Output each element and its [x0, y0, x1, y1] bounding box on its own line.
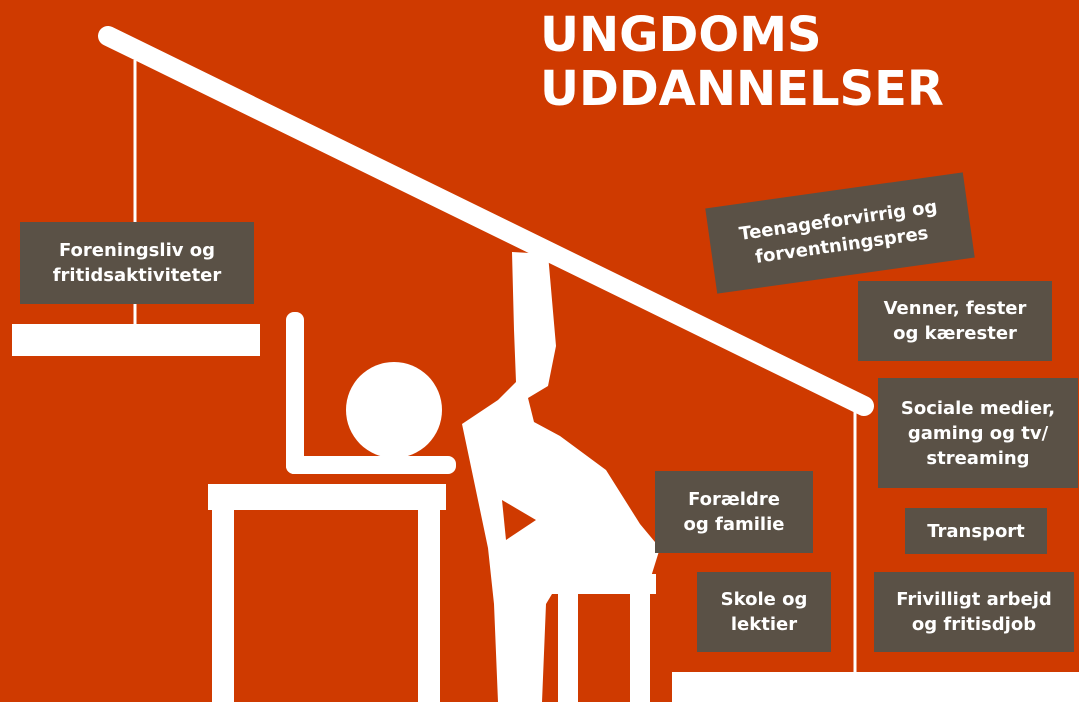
label-foreningsliv-text: Foreningsliv og fritidsaktiviteter	[52, 240, 222, 286]
label-venner: Venner, fester og kærester	[858, 281, 1052, 361]
balance-beam	[98, 26, 874, 416]
label-frivilligt: Frivilligt arbejd og fritisdjob	[874, 572, 1074, 652]
title-line-1: UNGDOMS	[540, 7, 822, 63]
left-tray	[12, 324, 260, 356]
person-head	[346, 362, 442, 458]
label-transport-text: Transport	[927, 520, 1025, 542]
torso-notch	[502, 500, 536, 540]
label-frivilligt-text: Frivilligt arbejd og fritisdjob	[896, 589, 1052, 635]
label-foreningsliv: Foreningsliv og fritidsaktiviteter	[20, 222, 254, 304]
label-venner-text: Venner, fester og kærester	[883, 298, 1027, 344]
desk-top	[208, 484, 446, 510]
right-floor-block	[672, 672, 1079, 702]
label-foraeldre: Forældre og familie	[655, 471, 813, 553]
stool-leg-right	[630, 592, 650, 702]
desk-leg-right	[418, 508, 440, 702]
page-title: UNGDOMS UDDANNELSER	[540, 8, 944, 116]
stool-top	[552, 574, 656, 594]
person-body	[462, 252, 660, 702]
label-skole-text: Skole og lektier	[720, 589, 808, 635]
label-sociale: Sociale medier, gaming og tv/ streaming	[878, 378, 1078, 488]
laptop-screen	[286, 312, 304, 474]
label-skole: Skole og lektier	[697, 572, 831, 652]
label-sociale-text: Sociale medier, gaming og tv/ streaming	[900, 397, 1056, 469]
laptop-base	[286, 456, 456, 474]
stool-leg-left	[558, 592, 578, 702]
title-line-2: UDDANNELSER	[540, 61, 944, 117]
label-foraeldre-text: Forældre og familie	[683, 489, 785, 535]
label-teenage-text: Teenageforvirrig og forventningspres	[737, 196, 939, 268]
label-transport: Transport	[905, 508, 1047, 554]
desk-leg-left	[212, 508, 234, 702]
